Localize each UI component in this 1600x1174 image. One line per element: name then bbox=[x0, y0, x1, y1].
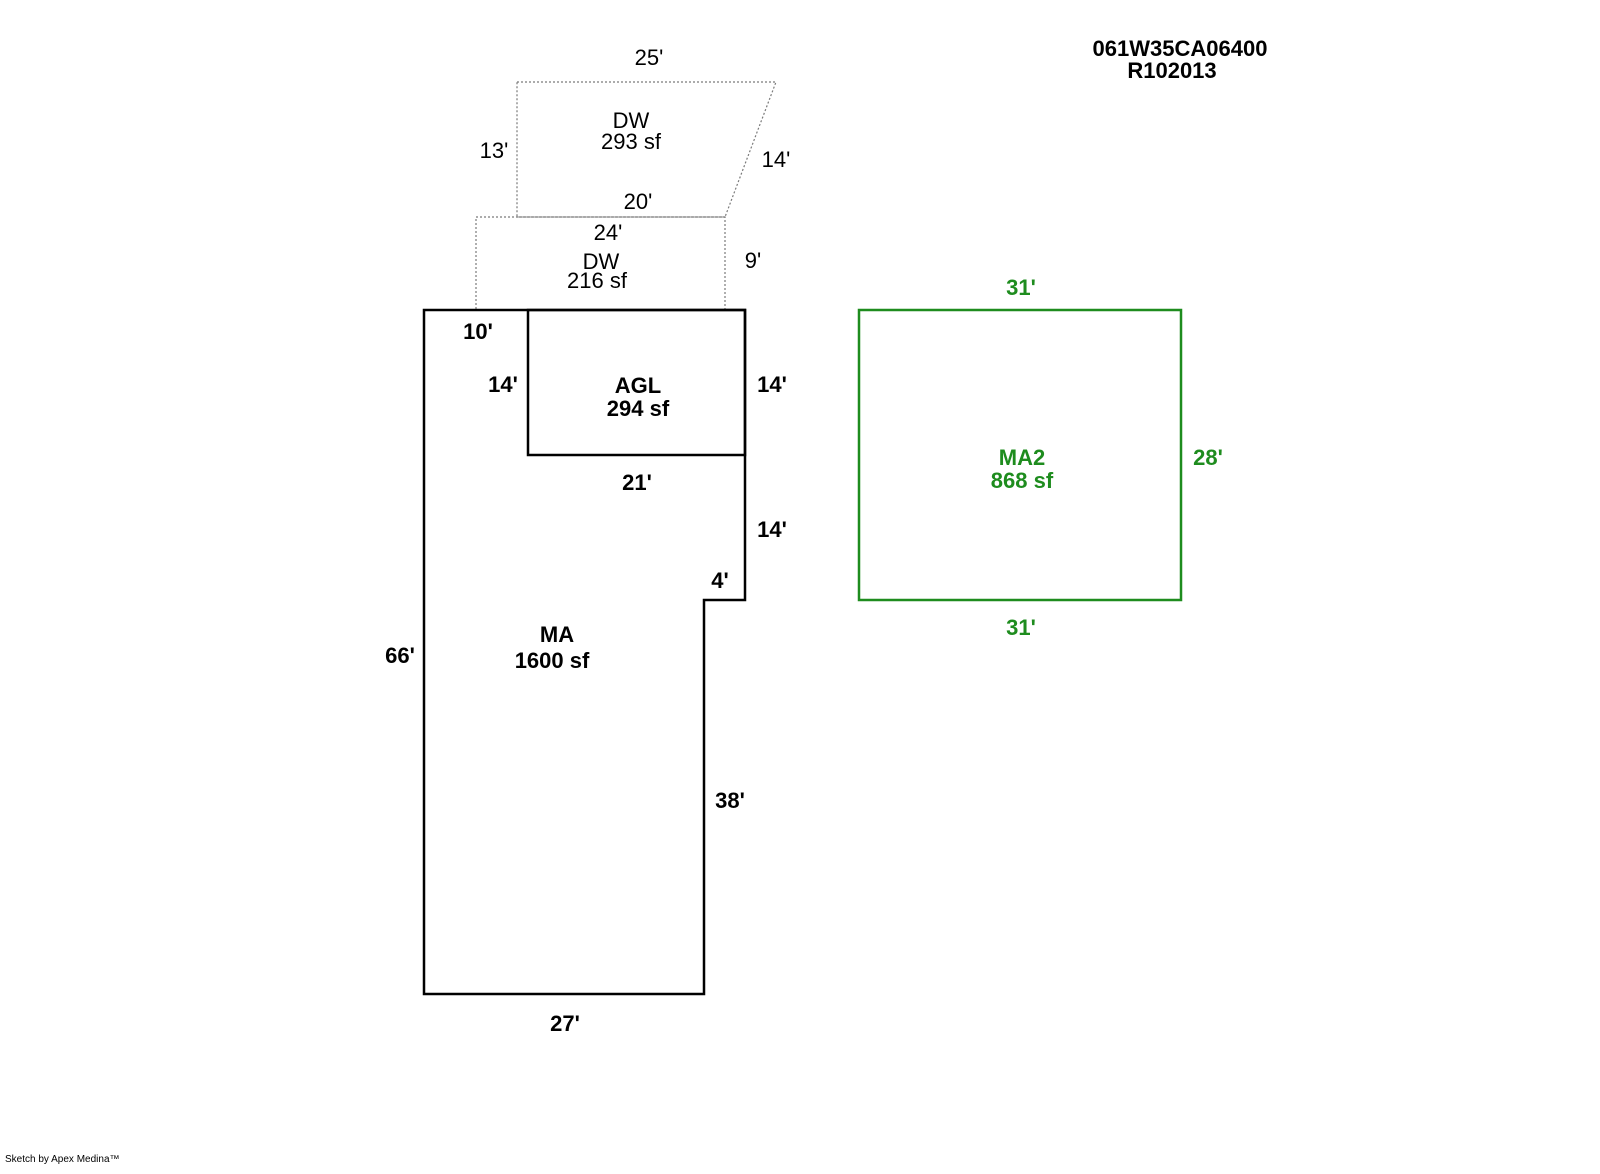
dim-agl-left: 14' bbox=[488, 372, 518, 397]
dw-upper-area: 293 sf bbox=[601, 129, 662, 154]
agl-outline bbox=[526, 308, 747, 457]
dim-dw-upper-bottom: 20' bbox=[624, 189, 653, 214]
dim-ma-right-upper: 14' bbox=[757, 517, 787, 542]
account-number: R102013 bbox=[1127, 58, 1216, 83]
ma2-area: 868 sf bbox=[991, 468, 1054, 493]
ma-area: 1600 sf bbox=[515, 648, 590, 673]
agl-name: AGL bbox=[615, 373, 661, 398]
ma2-name: MA2 bbox=[999, 445, 1045, 470]
dim-ma-top-left: 10' bbox=[463, 319, 493, 344]
parcel-id: 061W35CA06400 bbox=[1093, 36, 1268, 61]
dim-agl-bottom: 21' bbox=[622, 470, 652, 495]
dim-dw-upper-right: 14' bbox=[762, 147, 791, 172]
dim-ma-bottom: 27' bbox=[550, 1011, 580, 1036]
dim-agl-right: 14' bbox=[757, 372, 787, 397]
dim-dw-lower-top: 24' bbox=[594, 220, 623, 245]
dim-ma2-top: 31' bbox=[1006, 275, 1036, 300]
dim-dw-upper-left: 13' bbox=[480, 138, 509, 163]
agl-area: 294 sf bbox=[607, 396, 670, 421]
sketch-credit: Sketch by Apex Medina™ bbox=[5, 1154, 120, 1165]
dim-dw-upper-top: 25' bbox=[635, 45, 664, 70]
dim-ma-notch: 4' bbox=[711, 568, 728, 593]
dim-ma2-right: 28' bbox=[1193, 445, 1223, 470]
dim-dw-lower-right: 9' bbox=[745, 248, 761, 273]
ma-name: MA bbox=[540, 622, 574, 647]
dw-lower-area: 216 sf bbox=[567, 268, 628, 293]
dw-lower-name: DW bbox=[583, 249, 620, 274]
ma2-outline bbox=[857, 308, 1183, 602]
dim-ma-right-lower: 38' bbox=[715, 788, 745, 813]
dw-upper-outline bbox=[516, 81, 777, 218]
dim-ma2-bottom: 31' bbox=[1006, 615, 1036, 640]
dw-upper-name: DW bbox=[613, 108, 650, 133]
dim-ma-left: 66' bbox=[385, 643, 415, 668]
